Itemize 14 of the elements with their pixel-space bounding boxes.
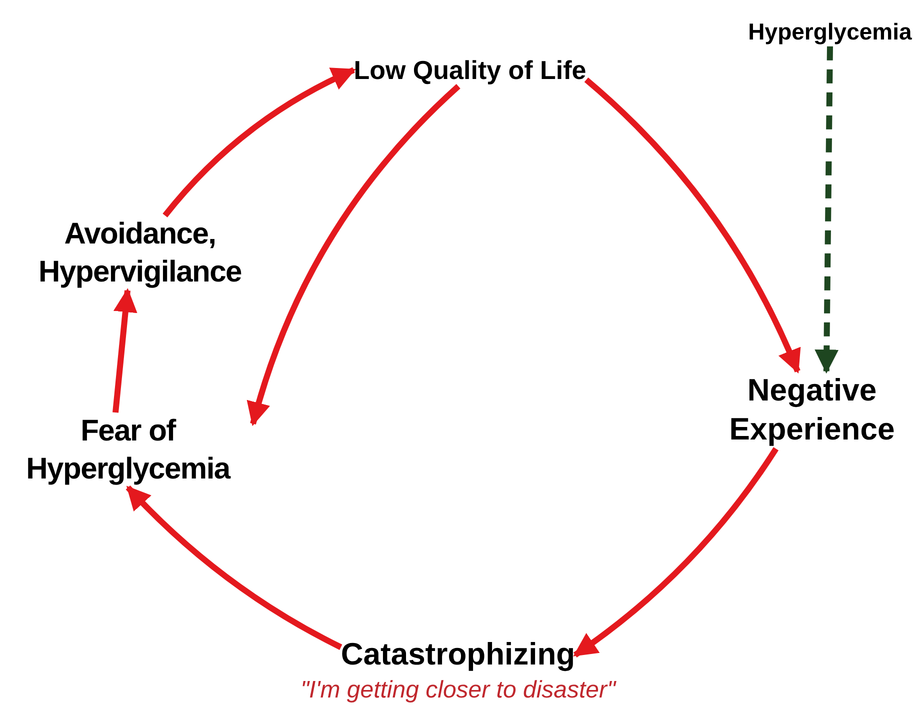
- arrow: [814, 46, 839, 374]
- arrow: [584, 78, 800, 374]
- arrow: [112, 288, 138, 413]
- node-label: Catastrophizing: [340, 636, 576, 674]
- node-label: Hyperglycemia: [748, 18, 912, 46]
- node-label: Negative Experience: [722, 371, 902, 449]
- quote-text: "I'm getting closer to disaster": [300, 675, 616, 706]
- arrow: [126, 485, 342, 650]
- arrow: [247, 84, 460, 426]
- arrow: [573, 447, 778, 658]
- arrow: [162, 67, 356, 218]
- node-label: Fear of Hyperglycemia: [3, 412, 253, 488]
- node-label: Avoidance, Hypervigilance: [15, 216, 265, 290]
- node-label: Low Quality of Life: [354, 54, 586, 86]
